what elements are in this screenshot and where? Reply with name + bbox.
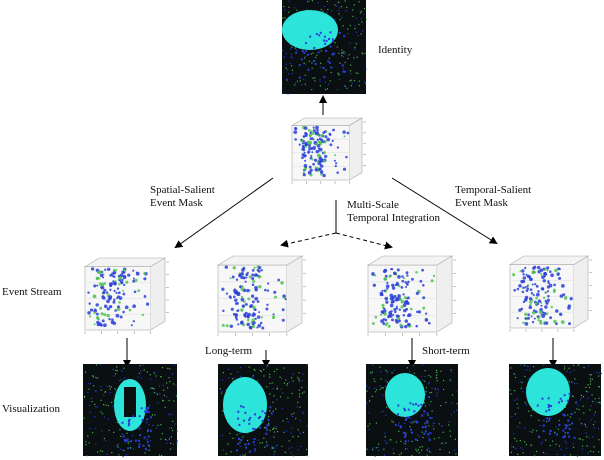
scatter-plot-input [290,117,366,184]
arrow-dashed-right [335,232,393,250]
short-term-label: Short-term [422,345,470,357]
vis-panel-short [366,364,459,457]
vis-panel-spatial [83,364,178,458]
scatter-plots [83,117,592,336]
spatial-mask-label: Spatial-Salient Event Mask [150,184,240,210]
temporal-mask-text: Temporal-Salient Event Mask [455,184,532,209]
temporal-integration-label: Multi-Scale Temporal Integration [347,199,457,225]
visualization-panels [83,0,603,458]
event-stream-label: Event Stream [2,286,62,298]
scatter-plot-long [216,255,306,336]
arrow-to-spatial [174,177,274,249]
scatter-plot-spatial [83,257,169,334]
scatter-plot-temporal [508,255,592,332]
arrow-dashed-left [280,232,337,248]
temporal-mask-label: Temporal-Salient Event Mask [455,184,555,210]
temporal-integration-text: Multi-Scale Temporal Integration [347,199,441,224]
identity-panel [282,0,367,95]
spatial-mask-text: Spatial-Salient Event Mask [150,184,215,209]
vis-panel-long [218,364,308,457]
vis-panel-temporal [509,364,603,457]
arrow-to-temporal [391,177,498,245]
long-term-label: Long-term [205,345,253,357]
scatter-plot-short [366,255,456,336]
visualization-label: Visualization [2,403,60,415]
identity-label: Identity [378,44,413,56]
